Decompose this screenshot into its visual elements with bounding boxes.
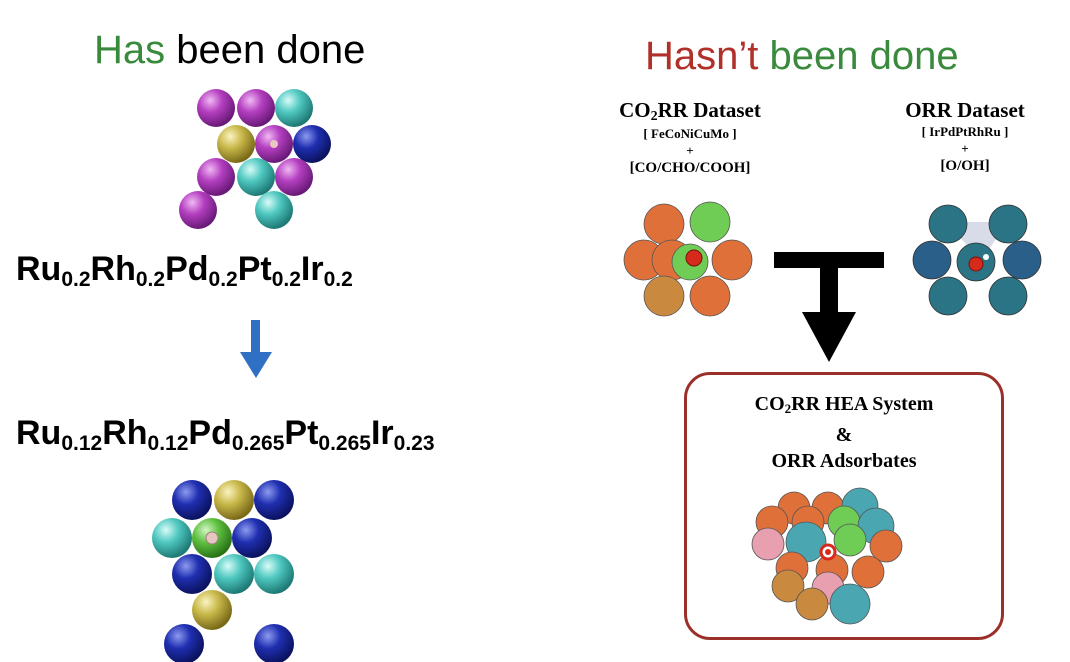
- atom: [217, 125, 255, 163]
- atom: [192, 590, 232, 630]
- adsorbate: [205, 531, 219, 545]
- formula-initial: Ru0.2Rh0.2Pd0.2Pt0.2Ir0.2: [16, 250, 353, 292]
- atom: [237, 158, 275, 196]
- atom: [293, 125, 331, 163]
- formula-el: Ir: [370, 414, 394, 452]
- left-heading: Has been done: [94, 28, 365, 73]
- right-heading: Hasn’t been done: [645, 34, 959, 79]
- hea-title-line3: ORR Adsorbates: [771, 450, 917, 472]
- formula-el: Pd: [165, 250, 209, 288]
- adsorbate: [685, 249, 703, 267]
- atom: [1002, 240, 1042, 280]
- formula-frac: 0.2: [61, 268, 91, 291]
- atom: [711, 239, 753, 281]
- formula-el: Ir: [300, 250, 324, 288]
- co2rr-dataset-label: CO2RR Dataset [ FeCoNiCuMo ] + [CO/CHO/C…: [590, 98, 790, 177]
- merge-arrow-icon: [774, 252, 884, 362]
- atom: [643, 275, 685, 317]
- atom: [771, 569, 805, 603]
- atom: [275, 89, 313, 127]
- atom: [795, 587, 829, 621]
- formula-frac: 0.265: [231, 432, 285, 455]
- orr-dataset-label: ORR Dataset [ IrPdPtRhRu ] + [O/OH]: [880, 98, 1050, 175]
- atom: [254, 554, 294, 594]
- adsorbate: [968, 256, 984, 272]
- atom: [829, 583, 871, 625]
- bottom-left-structure-icon: [152, 480, 294, 662]
- atom: [988, 276, 1028, 316]
- co2rr-structure-icon: [623, 201, 753, 317]
- atom: [197, 158, 235, 196]
- atom: [912, 240, 952, 280]
- adsorbate-core: [825, 549, 831, 555]
- formula-frac: 0.2: [271, 268, 301, 291]
- atom: [689, 275, 731, 317]
- hea-box-title: CO2RR HEA System & ORR Adsorbates: [687, 391, 1001, 474]
- atom: [172, 480, 212, 520]
- atom: [928, 276, 968, 316]
- atom: [237, 89, 275, 127]
- co2rr-dataset-elements: [ FeCoNiCuMo ]: [643, 126, 737, 141]
- right-heading-highlight: Hasn’t: [645, 34, 759, 78]
- atom: [643, 203, 685, 245]
- orr-dataset-adsorbates: [O/OH]: [940, 158, 990, 174]
- atom: [214, 554, 254, 594]
- hea-title-line2: &: [835, 424, 853, 446]
- atom: [851, 555, 885, 589]
- formula-el: Pd: [188, 414, 232, 452]
- atom: [214, 480, 254, 520]
- co2rr-dataset-plus: +: [686, 143, 694, 158]
- formula-frac: 0.2: [323, 268, 353, 291]
- adsorbate-h: [983, 254, 989, 260]
- co2rr-dataset-title: CO2RR Dataset: [619, 98, 761, 124]
- atom: [928, 204, 968, 244]
- formula-el: Rh: [90, 250, 136, 288]
- atom: [152, 518, 192, 558]
- atom: [275, 158, 313, 196]
- formula-el: Ru: [16, 414, 62, 452]
- hea-title-line1: CO2RR HEA System: [754, 393, 934, 416]
- atom: [751, 527, 785, 561]
- formula-optimized: Ru0.12Rh0.12Pd0.265Pt0.265Ir0.23: [16, 414, 435, 456]
- atom: [869, 529, 903, 563]
- formula-frac: 0.2: [135, 268, 166, 291]
- formula-frac: 0.12: [61, 432, 103, 455]
- formula-frac: 0.2: [208, 268, 238, 291]
- atom: [833, 523, 867, 557]
- orr-dataset-title: ORR Dataset: [905, 98, 1025, 122]
- formula-frac: 0.23: [393, 432, 435, 455]
- formula-frac: 0.12: [147, 432, 189, 455]
- formula-frac: 0.265: [318, 432, 371, 455]
- atom: [164, 624, 204, 662]
- atom: [689, 201, 731, 243]
- orr-dataset-elements: [ IrPdPtRhRu ]: [921, 124, 1009, 139]
- formula-el: Ru: [16, 250, 62, 288]
- atom: [255, 191, 293, 229]
- hea-structure-icon: [751, 487, 903, 625]
- left-heading-rest: been done: [165, 28, 366, 72]
- orr-structure-icon: [912, 204, 1042, 316]
- formula-el: Pt: [237, 250, 272, 288]
- co2rr-dataset-adsorbates: [CO/CHO/COOH]: [629, 160, 751, 176]
- top-left-structure-icon: [179, 89, 331, 229]
- atom: [254, 480, 294, 520]
- atom: [197, 89, 235, 127]
- formula-el: Rh: [102, 414, 148, 452]
- atom: [254, 624, 294, 662]
- formula-el: Pt: [284, 414, 319, 452]
- atom: [172, 554, 212, 594]
- orr-dataset-plus: +: [961, 141, 969, 156]
- left-heading-highlight: Has: [94, 28, 166, 72]
- arrow-down-icon: [240, 320, 272, 378]
- atom: [232, 518, 272, 558]
- adsorbate: [270, 140, 278, 148]
- right-heading-rest: been done: [758, 34, 959, 78]
- atom: [179, 191, 217, 229]
- atom: [988, 204, 1028, 244]
